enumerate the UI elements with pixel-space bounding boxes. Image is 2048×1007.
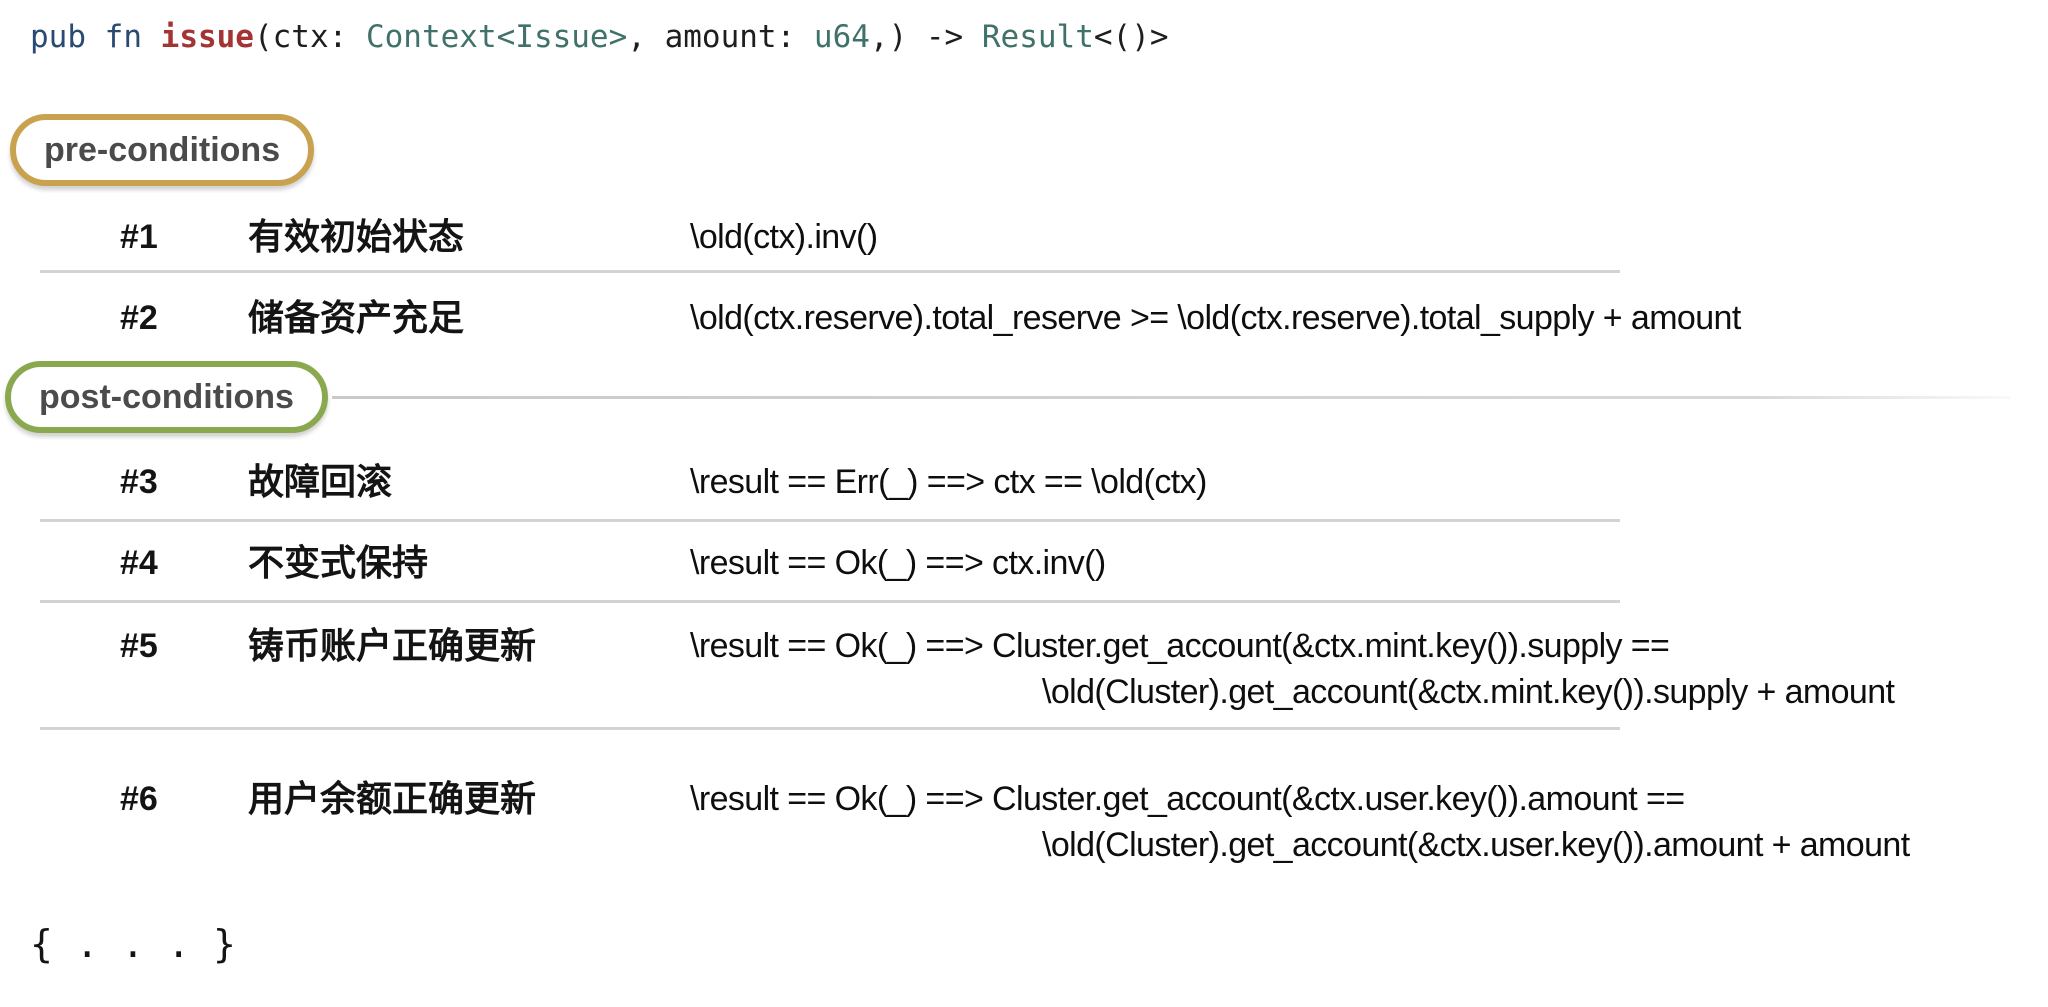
function-signature: pub fn issue(ctx: Context<Issue>, amount…: [30, 14, 2048, 60]
condition-row-3: #3 故障回滚 \result == Err(_) ==> ctx == \ol…: [40, 433, 1620, 522]
spec-line: \result == Ok(_) ==> Cluster.get_account…: [690, 627, 1670, 665]
preconditions-rows: #1 有效初始状态 \old(ctx).inv() #2 储备资产充足 \old…: [0, 186, 2048, 357]
spec-line: \result == Ok(_) ==> ctx.inv(): [690, 544, 1106, 582]
elided-function-body: { . . . }: [30, 922, 236, 966]
condition-label: 铸币账户正确更新: [248, 625, 537, 666]
condition-label: 故障回滚: [248, 461, 393, 502]
condition-number: #1: [120, 218, 158, 256]
condition-spec: \result == Err(_) ==> ctx == \old(ctx): [690, 459, 1620, 505]
condition-number: #6: [120, 780, 158, 818]
condition-spec: \result == Ok(_) ==> Cluster.get_account…: [690, 623, 1895, 715]
spec-line: \result == Err(_) ==> ctx == \old(ctx): [690, 463, 1207, 501]
spec-line: \result == Ok(_) ==> Cluster.get_account…: [690, 780, 1685, 818]
condition-row-5: #5 铸币账户正确更新 \result == Ok(_) ==> Cluster…: [40, 603, 1895, 730]
condition-spec: \result == Ok(_) ==> ctx.inv(): [690, 540, 1620, 586]
postconditions-rows: #3 故障回滚 \result == Err(_) ==> ctx == \ol…: [0, 433, 2048, 868]
condition-spec: \old(ctx).inv(): [690, 214, 1620, 260]
code-function-name: issue: [160, 19, 254, 55]
postconditions-header: post-conditions: [5, 361, 2048, 433]
spec-line: \old(ctx.reserve).total_reserve >= \old(…: [690, 299, 1741, 337]
spec-line-continuation: \old(Cluster).get_account(&ctx.mint.key(…: [1042, 673, 1895, 711]
code-type-result: Result: [981, 19, 1094, 55]
condition-number: #4: [120, 544, 158, 582]
code-type-u64: u64: [813, 19, 870, 55]
code-type-context-issue: Context<Issue>: [365, 19, 628, 55]
code-result-unit: <()>: [1093, 19, 1169, 55]
condition-row-4: #4 不变式保持 \result == Ok(_) ==> ctx.inv(): [40, 522, 1620, 603]
condition-row-2: #2 储备资产充足 \old(ctx.reserve).total_reserv…: [40, 273, 1741, 357]
code-param-ctx: (ctx:: [253, 19, 366, 55]
condition-label: 用户余额正确更新: [248, 778, 537, 819]
preconditions-header: pre-conditions: [10, 114, 2048, 186]
condition-number: #3: [120, 463, 158, 501]
condition-row-1: #1 有效初始状态 \old(ctx).inv(): [40, 186, 1620, 273]
condition-row-6: #6 用户余额正确更新 \result == Ok(_) ==> Cluster…: [40, 730, 1910, 868]
postconditions-divider-line: [331, 395, 2010, 399]
condition-label: 有效初始状态: [248, 216, 465, 257]
code-arrow: ,) ->: [869, 19, 982, 55]
spec-line-continuation: \old(Cluster).get_account(&ctx.user.key(…: [1042, 826, 1910, 864]
condition-number: #5: [120, 627, 158, 665]
condition-number: #2: [120, 299, 158, 337]
condition-spec: \result == Ok(_) ==> Cluster.get_account…: [690, 776, 1910, 868]
spec-line: \old(ctx).inv(): [690, 218, 878, 256]
code-keyword-pub-fn: pub fn: [30, 19, 161, 55]
condition-label: 储备资产充足: [248, 297, 465, 338]
preconditions-badge: pre-conditions: [10, 114, 315, 186]
condition-label: 不变式保持: [248, 542, 429, 583]
postconditions-badge: post-conditions: [5, 361, 328, 433]
code-param-amount: , amount:: [627, 19, 814, 55]
condition-spec: \old(ctx.reserve).total_reserve >= \old(…: [690, 295, 1741, 341]
